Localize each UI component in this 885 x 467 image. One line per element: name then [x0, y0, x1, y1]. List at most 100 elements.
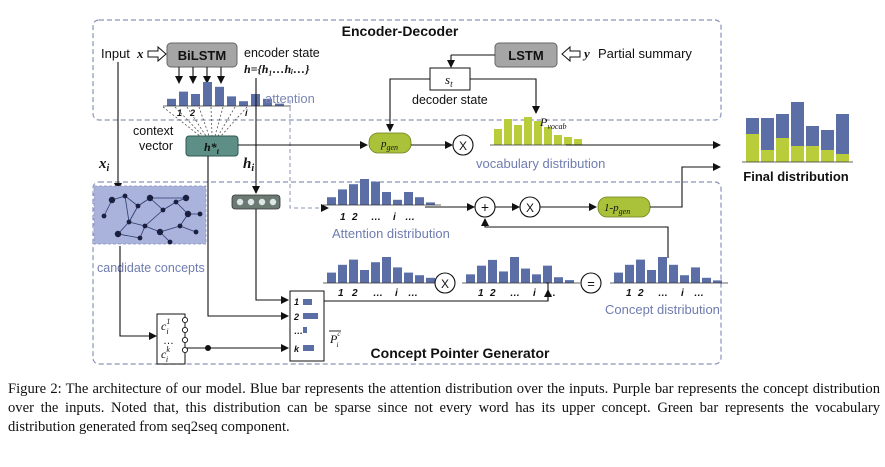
conceptB-bar-5: [510, 257, 519, 283]
final-attention-bar-7: [836, 114, 849, 154]
conceptA-tick-dots2: …: [408, 288, 418, 299]
conceptA-bar-9: [415, 275, 424, 283]
conceptC-bar-9: [702, 277, 711, 283]
attention-fan-lines: [162, 106, 248, 137]
final-attention-bar-4: [791, 102, 804, 146]
conceptB-bar-6: [521, 268, 530, 283]
context-vector-box: [185, 135, 239, 157]
network-node: [173, 199, 179, 205]
hi-vector-dots: [236, 198, 277, 206]
final-vocab-bar-7: [836, 154, 849, 162]
conceptC-bar-7: [680, 275, 689, 283]
architecture-figure: Encoder-Decoder Concept Pointer Generato…: [92, 19, 853, 365]
attdist-tick-dots2: …: [405, 212, 415, 223]
network-edge: [124, 195, 139, 207]
network-node: [184, 210, 192, 218]
matrix-row-2: 2: [293, 312, 299, 322]
network-node: [193, 229, 199, 235]
attention-bar-6: [227, 96, 236, 106]
conceptA-bar-4: [360, 270, 369, 283]
ci-dots: …: [163, 335, 174, 347]
concept-c-bar-chart: [610, 257, 728, 284]
final-vocab-bar-1: [746, 134, 759, 162]
matrix-row-dots: …: [294, 326, 303, 336]
attention-bar-1: [167, 98, 176, 106]
encoder-state-label: encoder state: [244, 46, 320, 60]
conceptC-bar-5: [658, 257, 667, 283]
conceptC-tick-dots: …: [658, 288, 668, 299]
conceptC-axis: 1 2 … i …: [626, 288, 704, 299]
attdist-bar-9: [415, 197, 424, 205]
ci-junction-dot: [205, 345, 211, 351]
network-edge: [179, 225, 197, 233]
conceptB-tick-i: i: [533, 288, 536, 299]
concept-pointer-title: Concept Pointer Generator: [371, 345, 550, 361]
attention-dashed-route: [289, 100, 329, 212]
attdist-bar-5: [371, 181, 380, 205]
network-node: [101, 213, 107, 219]
candidate-concepts-label: candidate concepts: [97, 261, 205, 275]
attention-dist-bar-chart: [323, 179, 441, 206]
decoder-state-label: decoder state: [412, 93, 488, 107]
attention-bar-2: [179, 91, 188, 106]
conceptA-bar-10: [426, 277, 435, 283]
conceptB-bar-3: [488, 259, 497, 283]
attdist-bar-2: [338, 189, 347, 205]
input-label: Input: [101, 46, 130, 61]
conceptB-axis: 1 2 … i …: [478, 288, 556, 299]
input-hollow-arrow: [147, 45, 167, 63]
final-attention-bar-5: [806, 126, 819, 146]
conceptA-bar-5: [371, 262, 380, 283]
final-attention-bar-6: [821, 130, 834, 150]
conceptB-bar-7: [532, 274, 541, 283]
conceptC-tick-1: 1: [626, 288, 632, 299]
final-vocab-bar-6: [821, 150, 834, 162]
figure-caption: Figure 2: The architecture of our model.…: [8, 381, 880, 435]
context-vector-label-2: vector: [139, 139, 173, 153]
concept-pointer-box: [92, 181, 722, 365]
network-node: [197, 211, 203, 217]
concept-to-plus-line: [481, 218, 669, 258]
attention-tick-i: i: [245, 108, 248, 118]
conceptC-tick-i: i: [681, 288, 684, 299]
attdist-bar-6: [382, 192, 391, 205]
network-edge: [117, 233, 141, 239]
conceptA-tick-dots: …: [373, 288, 383, 299]
concept-b-bar-chart: [462, 257, 580, 284]
times-op-1: [452, 134, 474, 156]
attdist-tick-i: i: [393, 212, 396, 223]
hi-to-matrix-line: [255, 209, 289, 304]
final-vocab-bar-4: [791, 146, 804, 162]
final-attention-bar-3: [776, 114, 789, 138]
1mpgen-to-final-line: [650, 163, 721, 208]
conceptA-bar-7: [393, 267, 402, 283]
attention-axis-ticks: 1 2 i: [177, 108, 248, 118]
ci-circles: [181, 316, 189, 354]
final-vocab-bar-5: [806, 146, 819, 162]
attdist-tick-dots: …: [371, 212, 381, 223]
hi-label: hi: [243, 156, 254, 174]
conceptB-bar-8: [543, 265, 552, 283]
conceptA-bar-3: [349, 259, 358, 283]
network-node: [156, 228, 164, 236]
conceptA-axis: 1 2 … i …: [338, 288, 418, 299]
vocab-dist-label: vocabulary distribution: [476, 156, 605, 171]
attdist-tick-1: 1: [340, 212, 346, 223]
network-node: [126, 219, 132, 225]
attdist-bar-4: [360, 179, 369, 205]
attention-bar-3: [191, 94, 200, 106]
p-hat-rows: 1 2 … k: [293, 297, 303, 354]
conceptB-bar-4: [499, 271, 508, 283]
vocab-bar-6: [544, 127, 552, 145]
final-dist-bar-chart: [742, 102, 853, 163]
network-edge: [128, 205, 139, 223]
conceptA-tick-1: 1: [338, 288, 344, 299]
final-attention-bar-1: [746, 118, 759, 134]
network-to-ci-line: [119, 246, 157, 340]
attention-tick-1: 1: [177, 108, 182, 118]
conceptB-bar-2: [477, 265, 486, 283]
context-vector-label: context: [133, 124, 174, 138]
encoder-decoder-box: [92, 19, 722, 121]
network-edge: [124, 195, 130, 223]
